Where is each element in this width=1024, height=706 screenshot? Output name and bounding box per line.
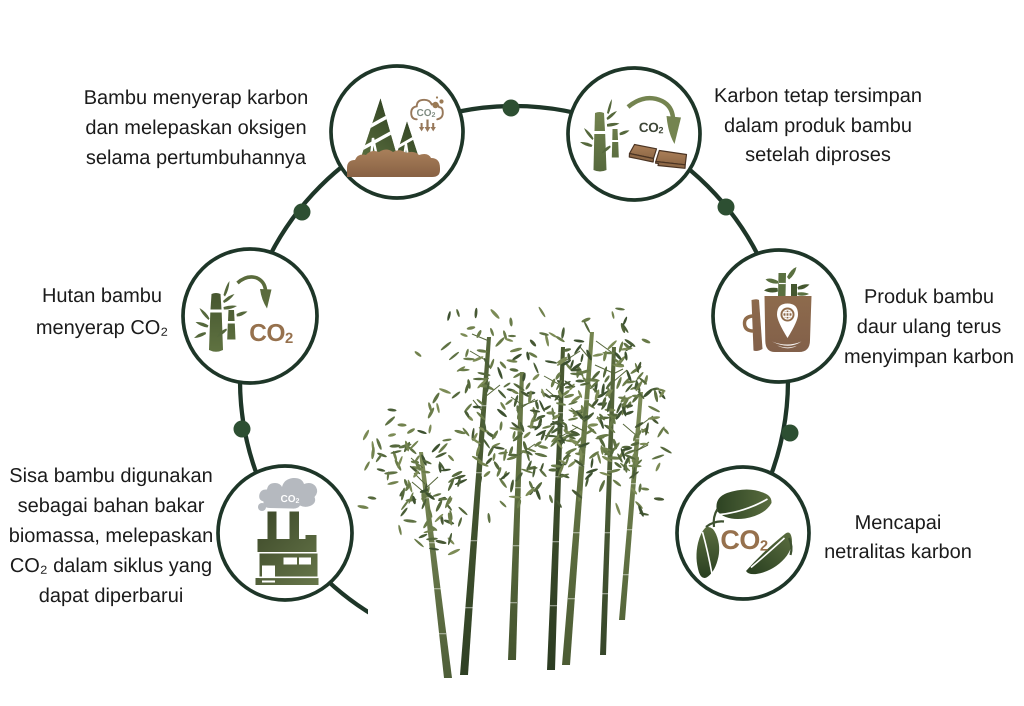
svg-text:menyimpan karbon: menyimpan karbon (844, 346, 1014, 368)
svg-text:CO₂ dalam siklus yang: CO₂ dalam siklus yang (10, 555, 212, 577)
svg-text:dan melepaskan oksigen: dan melepaskan oksigen (85, 117, 306, 139)
svg-text:sebagai bahan bakar: sebagai bahan bakar (18, 495, 205, 517)
svg-text:Sisa bambu digunakan: Sisa bambu digunakan (9, 465, 212, 487)
svg-text:Mencapai: Mencapai (855, 512, 942, 534)
svg-text:netralitas karbon: netralitas karbon (824, 541, 972, 563)
svg-text:dalam produk bambu: dalam produk bambu (724, 115, 912, 137)
svg-text:Karbon tetap tersimpan: Karbon tetap tersimpan (714, 85, 922, 107)
svg-text:selama pertumbuhannya: selama pertumbuhannya (86, 147, 307, 169)
svg-text:Produk bambu: Produk bambu (864, 286, 994, 308)
svg-text:daur ulang terus: daur ulang terus (857, 316, 1002, 338)
svg-text:setelah diproses: setelah diproses (745, 144, 891, 166)
svg-text:menyerap CO₂: menyerap CO₂ (36, 317, 168, 339)
svg-text:Hutan bambu: Hutan bambu (42, 285, 162, 307)
svg-text:dapat diperbarui: dapat diperbarui (39, 585, 184, 607)
svg-text:Bambu menyerap karbon: Bambu menyerap karbon (84, 87, 309, 109)
svg-text:biomassa, melepaskan: biomassa, melepaskan (9, 525, 214, 547)
